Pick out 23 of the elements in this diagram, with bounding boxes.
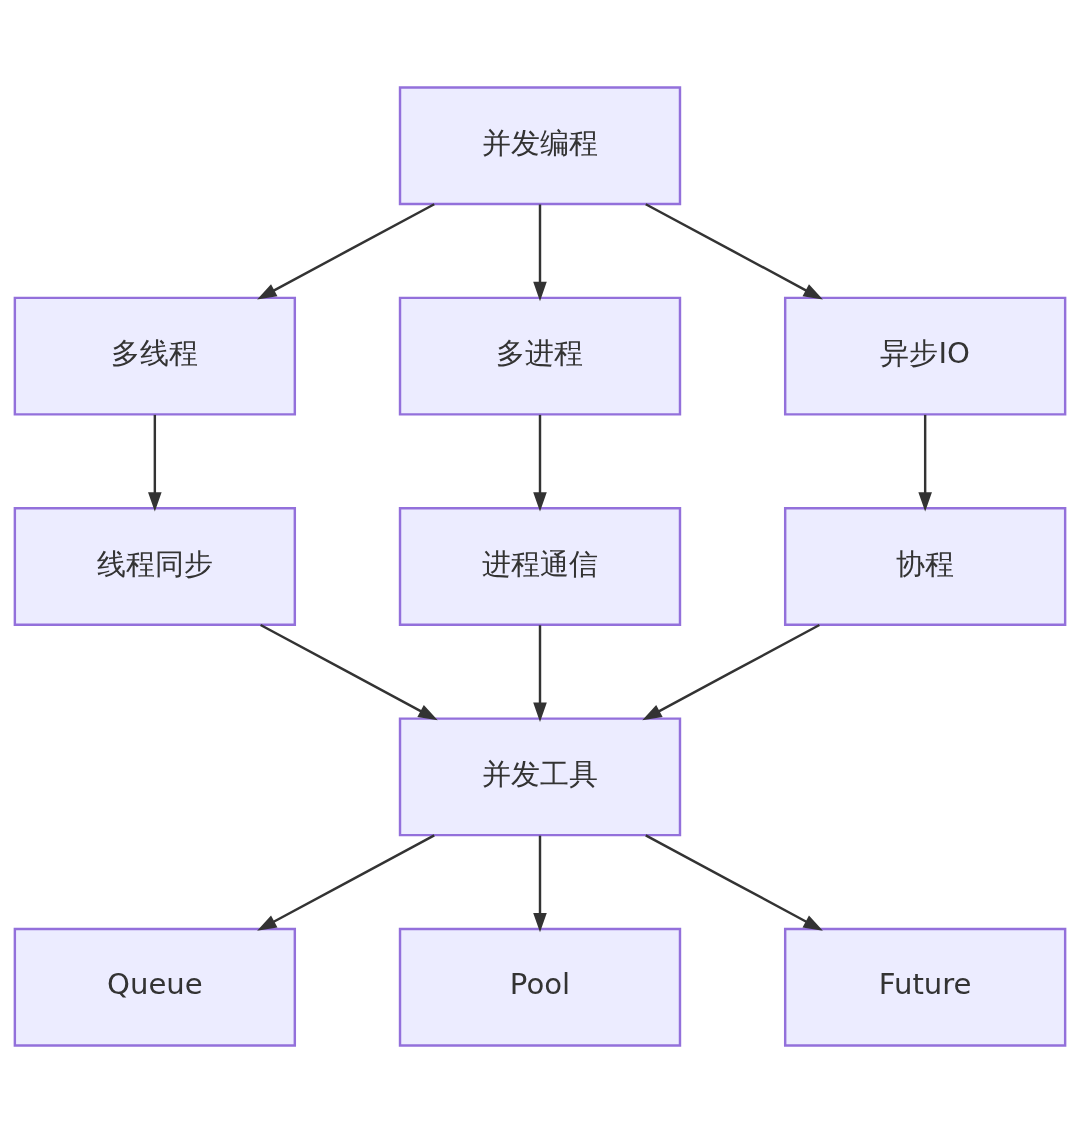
node-box: 异步IO [783,296,1067,416]
node-box: 进程通信 [398,506,682,626]
arrow [645,202,823,299]
node-box: 线程同步 [13,506,297,626]
node-box: 多线程 [13,296,297,416]
node-box: 并发工具 [398,716,682,836]
node-box: 多进程 [398,296,682,416]
arrow [257,833,435,931]
node-box: Future [783,927,1067,1047]
arrow [533,624,547,722]
node-box: 协程 [783,506,1067,626]
arrow [645,833,823,931]
arrow [257,202,435,299]
arrow [533,204,547,301]
arrow [260,623,438,720]
arrow [533,414,547,512]
node-box: Queue [13,927,297,1047]
arrow [148,414,162,512]
arrow [918,414,932,512]
arrow [642,623,820,720]
node-box: 并发编程 [398,85,682,205]
node-box: Pool [398,927,682,1047]
arrow [533,835,547,932]
